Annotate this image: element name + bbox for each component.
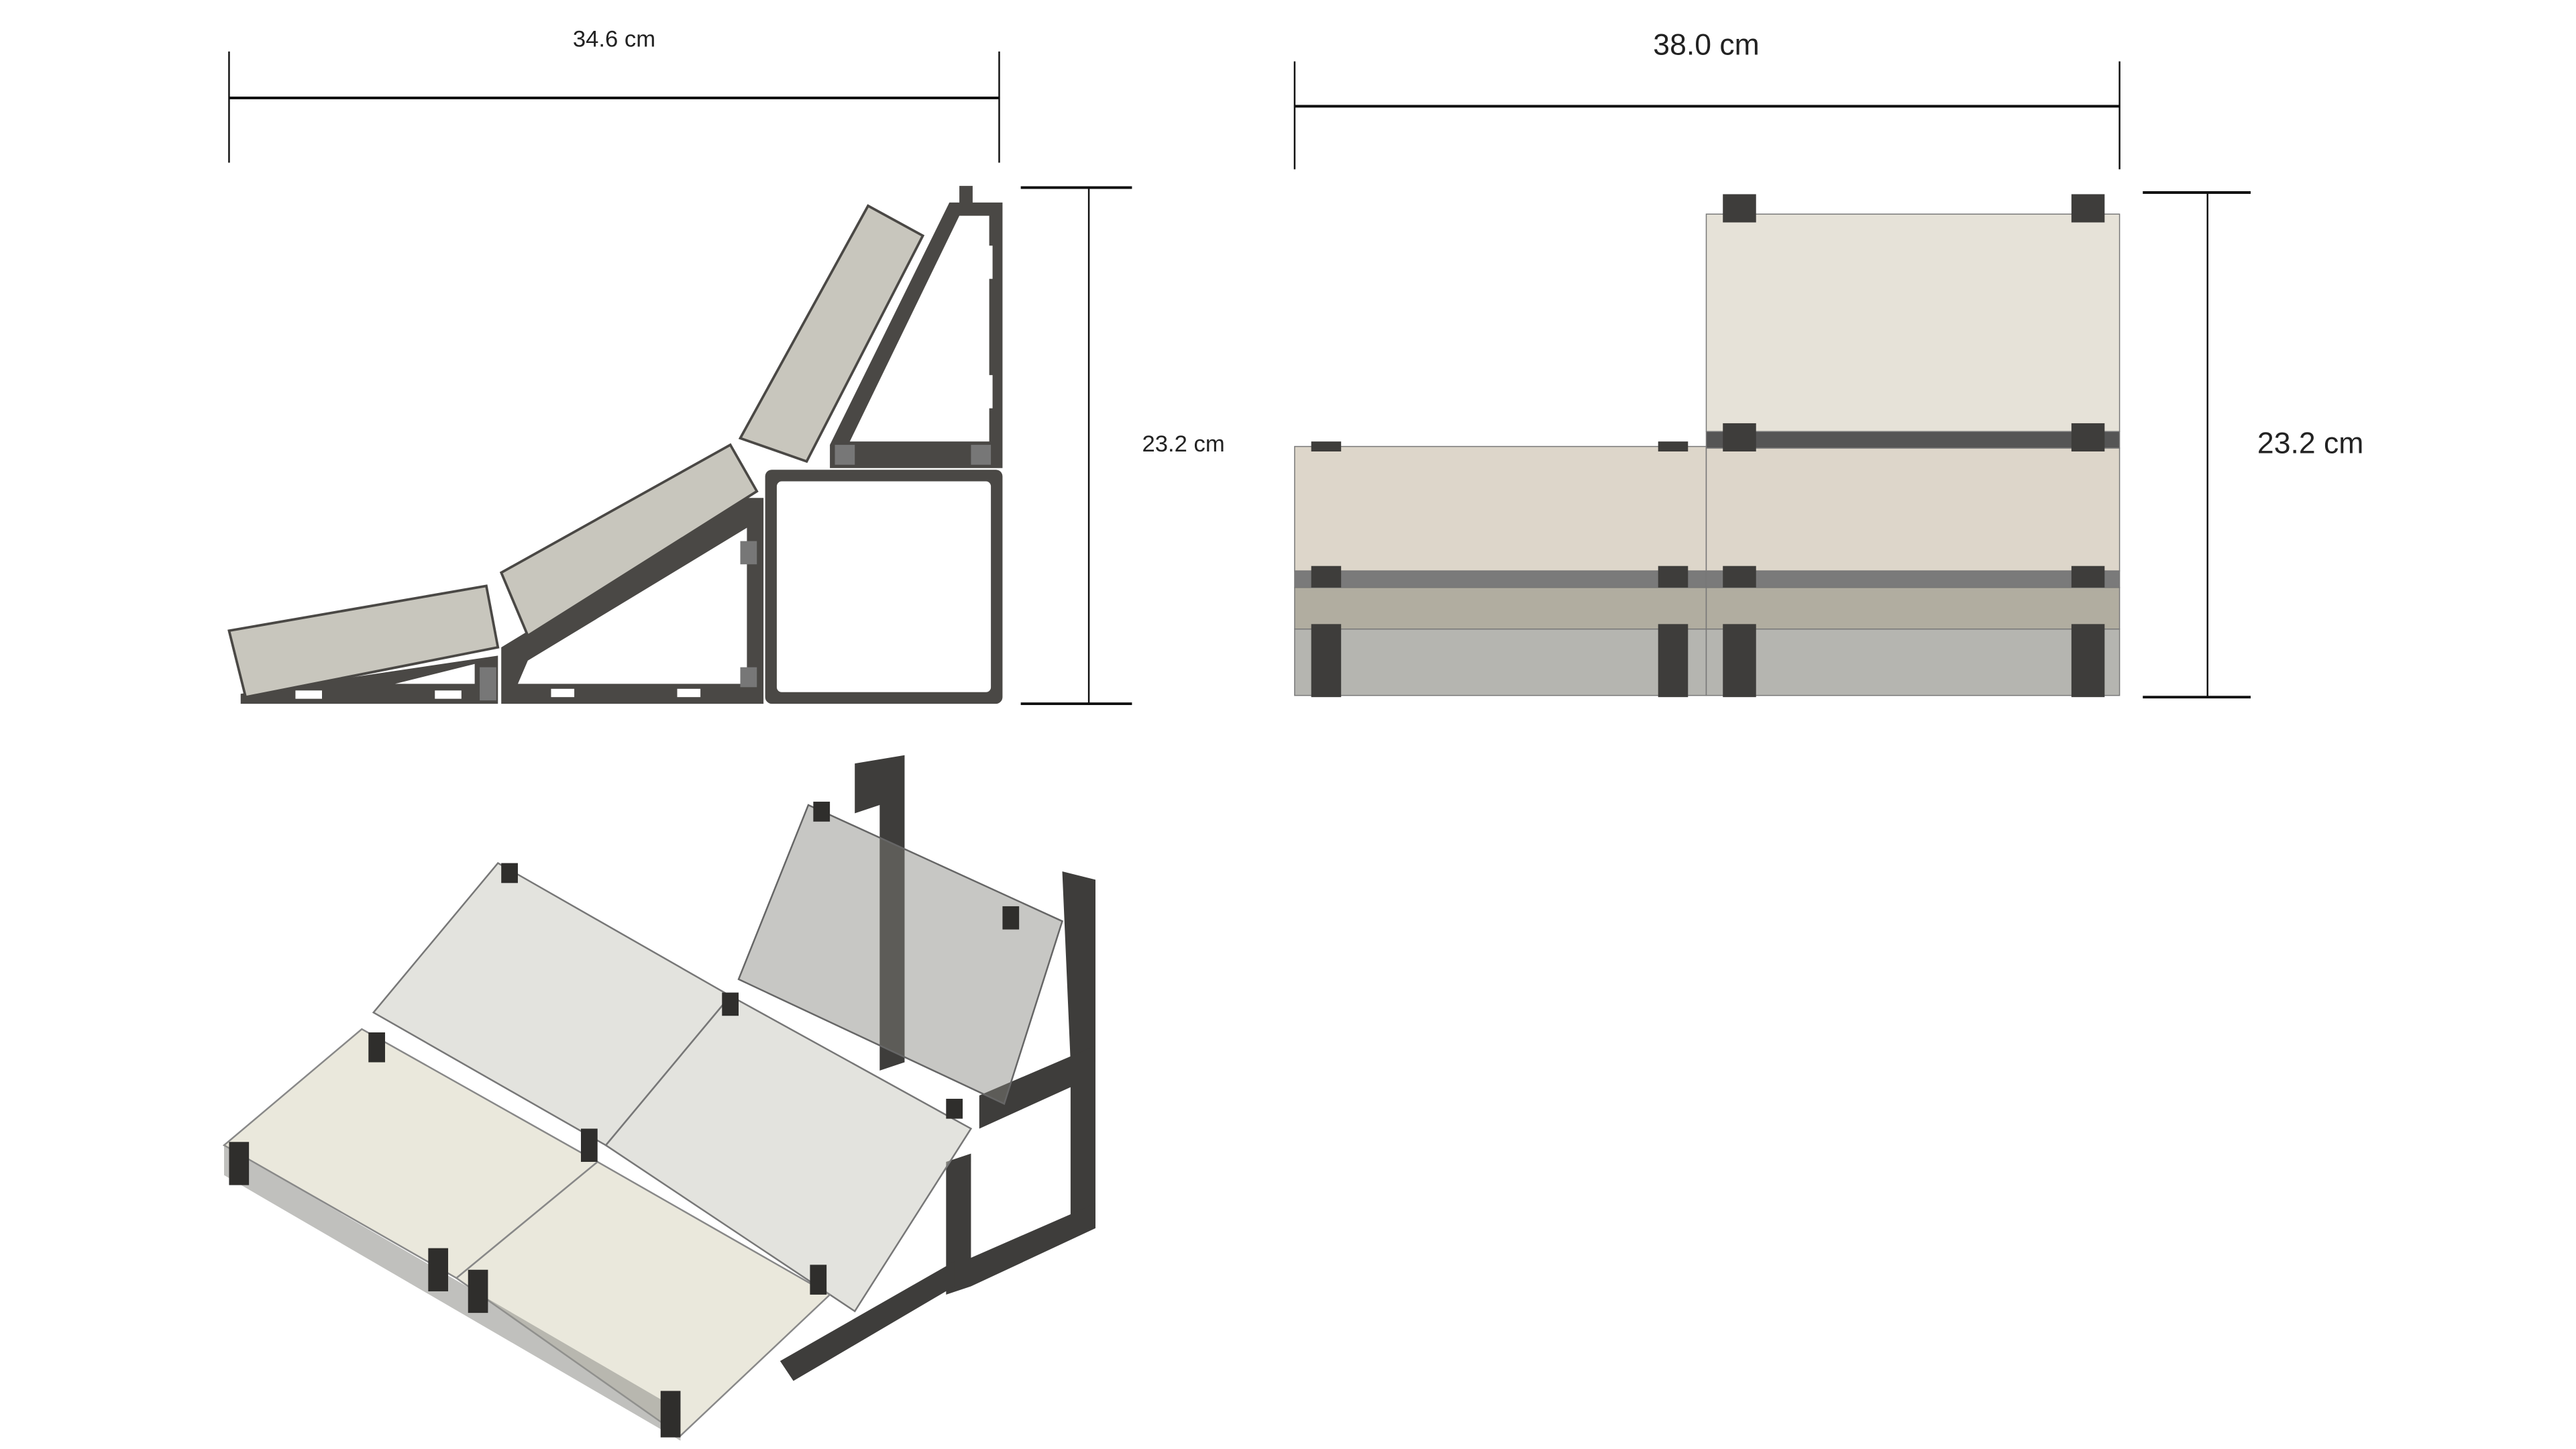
front-width-label: 38.0 cm [1653, 29, 1759, 62]
side-view: 34.6 cm 23.2 cm [227, 26, 1225, 706]
side-panel-upper [738, 204, 925, 464]
side-height-label: 23.2 cm [1142, 431, 1225, 457]
side-panel-lower [227, 584, 500, 699]
isometric-view [222, 755, 1095, 1441]
front-clips [1311, 194, 2105, 698]
upper-triangle-frame [830, 186, 1003, 468]
front-height-label: 23.2 cm [2257, 427, 2363, 460]
side-width-dimension [228, 51, 1000, 163]
front-width-dimension [1293, 61, 2121, 170]
bottom-square-frame [765, 470, 1003, 704]
side-panel-middle [499, 443, 759, 638]
front-right-module [1705, 213, 2121, 696]
side-height-dimension [1020, 186, 1132, 706]
front-height-dimension [2143, 191, 2251, 699]
iso-panel-lower-front [224, 1145, 681, 1441]
front-left-module [1294, 445, 1707, 696]
side-width-label: 34.6 cm [573, 26, 655, 52]
left-wedge-base [240, 655, 498, 704]
iso-panel-middle-right [604, 994, 973, 1313]
middle-triangle-frame [501, 498, 764, 704]
iso-panel-upper [737, 804, 1064, 1106]
front-view: 38.0 cm 23.2 cm [1293, 29, 2363, 699]
iso-clips [229, 802, 1020, 1438]
